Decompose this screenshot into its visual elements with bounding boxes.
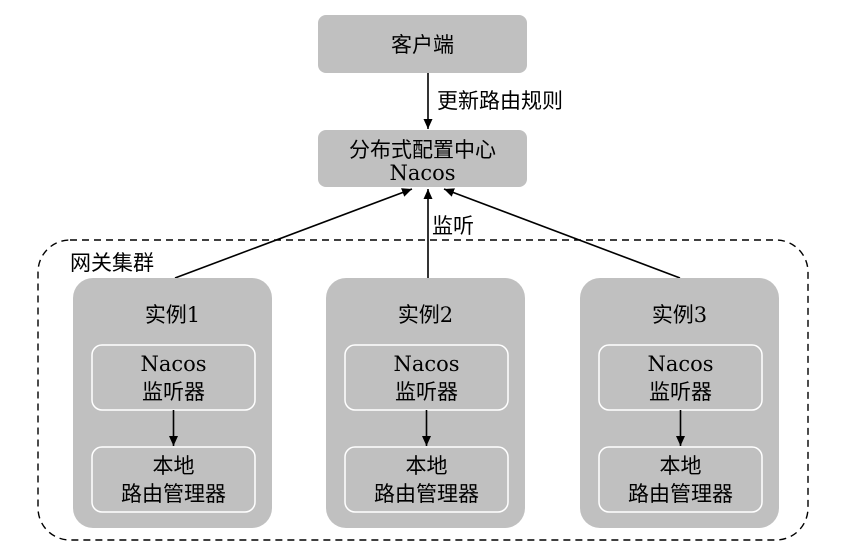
listen-arrow-1 [174,188,413,279]
listen-label: 监听 [432,214,474,238]
listener-line2: 监听器 [142,380,205,404]
listen-arrow-3 [443,188,681,279]
instance-1: 实例1 Nacos 监听器 本地 路由管理器 [73,278,272,528]
client-node: 客户端 [318,15,527,73]
router-line1: 本地 [406,454,448,478]
config-center-line1: 分布式配置中心 [349,138,496,162]
gateway-cluster-label: 网关集群 [70,251,154,275]
config-center-line2: Nacos [389,161,455,185]
listener-line1: Nacos [393,352,459,376]
instance-title: 实例2 [398,303,453,327]
listener-node: Nacos 监听器 [91,344,256,411]
router-line2: 路由管理器 [374,482,479,506]
client-label: 客户端 [391,33,454,57]
router-node: 本地 路由管理器 [344,446,509,513]
instance-title: 实例1 [145,303,200,327]
listener-line1: Nacos [140,352,206,376]
router-node: 本地 路由管理器 [598,446,763,513]
gateway-cluster-boundary [37,239,809,541]
instance-2: 实例2 Nacos 监听器 本地 路由管理器 [326,278,525,528]
config-center-node: 分布式配置中心 Nacos [318,130,527,187]
router-line2: 路由管理器 [121,482,226,506]
listener-node: Nacos 监听器 [598,344,763,411]
listener-node: Nacos 监听器 [344,344,509,411]
listener-line2: 监听器 [649,380,712,404]
listener-line1: Nacos [647,352,713,376]
router-line1: 本地 [660,454,702,478]
router-node: 本地 路由管理器 [91,446,256,513]
instance-3: 实例3 Nacos 监听器 本地 路由管理器 [580,278,779,528]
listener-line2: 监听器 [395,380,458,404]
router-line2: 路由管理器 [628,482,733,506]
instance-title: 实例3 [652,303,707,327]
router-line1: 本地 [153,454,195,478]
update-label: 更新路由规则 [437,89,563,113]
